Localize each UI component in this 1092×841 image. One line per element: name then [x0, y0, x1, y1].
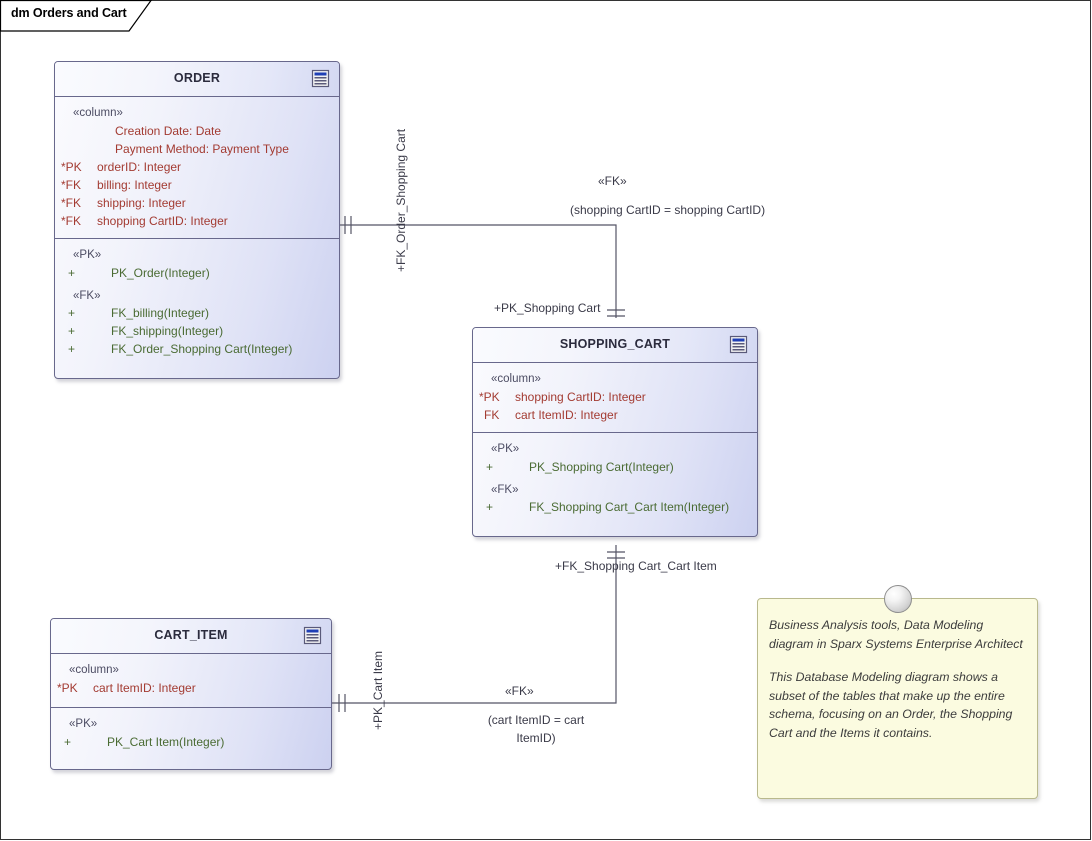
connector-label-fk-order-shopping-cart: +FK_Order_Shopping Cart — [394, 128, 408, 272]
table-order-columns: «column» Creation Date: Date Payment Met… — [55, 97, 339, 238]
table-order-operations: «PK» + PK_Order(Integer) «FK» + FK_billi… — [55, 238, 339, 378]
table-row: Creation Date: Date — [115, 124, 222, 138]
table-row: *PK orderID: Integer — [61, 160, 182, 174]
table-shopping-cart-header: SHOPPING_CART — [473, 328, 757, 363]
table-cart-item-operations: «PK» + PK_Cart Item(Integer) — [51, 707, 331, 769]
table-row: + FK_Shopping Cart_Cart Item(Integer) — [486, 500, 730, 514]
table-row: + FK_shipping(Integer) — [68, 324, 224, 338]
compartment-stereotype: «PK» — [73, 249, 102, 261]
table-cart-item-header: CART_ITEM — [51, 619, 331, 654]
table-icon — [729, 335, 748, 354]
table-shopping-cart-operations: «PK» + PK_Shopping Cart(Integer) «FK» + … — [473, 432, 757, 536]
table-icon — [303, 626, 322, 645]
table-row: *FK shipping: Integer — [61, 196, 186, 210]
note-paragraph-1: Business Analysis tools, Data Modeling d… — [769, 618, 1023, 651]
note-pin-icon — [883, 585, 912, 613]
connector-stereotype-fk-order: «FK» — [598, 174, 627, 188]
compartment-stereotype: «FK» — [73, 290, 101, 302]
table-row: FK cart ItemID: Integer — [484, 408, 618, 422]
compartment-stereotype: «column» — [73, 107, 123, 119]
table-row: *FK shopping CartID: Integer — [61, 214, 228, 228]
connector-constraint-cart-itemid-line1: (cart ItemID = cart — [487, 713, 585, 727]
connector-label-fk-shopping-cart-cart-item: +FK_Shopping Cart_Cart Item — [555, 559, 717, 573]
compartment-stereotype: «PK» — [69, 718, 98, 730]
table-row: + PK_Order(Integer) — [68, 266, 210, 280]
table-row: + PK_Shopping Cart(Integer) — [486, 460, 674, 474]
compartment-stereotype: «column» — [69, 664, 119, 676]
table-order-header: ORDER — [55, 62, 339, 97]
table-row: *PK shopping CartID: Integer — [479, 390, 646, 404]
note-text: Business Analysis tools, Data Modeling d… — [769, 616, 1027, 742]
table-cart-item[interactable]: CART_ITEM «column» *PK cart ItemID: Inte… — [50, 618, 332, 770]
note-paragraph-2: This Database Modeling diagram shows a s… — [769, 670, 1013, 740]
table-shopping-cart-title: SHOPPING_CART — [559, 337, 671, 351]
connector-label-pk-cart-item: +PK_Cart Item — [371, 650, 385, 730]
table-row: + FK_billing(Integer) — [68, 306, 210, 320]
table-icon — [311, 69, 330, 88]
table-row: *FK billing: Integer — [61, 178, 172, 192]
table-order[interactable]: ORDER «column» Creation Date: Date Payme… — [54, 61, 340, 379]
table-cart-item-title: CART_ITEM — [154, 628, 228, 642]
table-shopping-cart-columns: «column» *PK shopping CartID: Integer FK… — [473, 363, 757, 432]
connector-label-pk-shopping-cart: +PK_Shopping Cart — [494, 301, 601, 315]
compartment-stereotype: «FK» — [491, 484, 519, 496]
diagram-title-tab[interactable]: dm Orders and Cart — [0, 0, 152, 32]
table-shopping-cart[interactable]: SHOPPING_CART «column» *PK shopping Cart… — [472, 327, 758, 537]
connector-constraint-cart-itemid-line2: ItemID) — [516, 731, 556, 745]
connector-stereotype-fk-cart-item: «FK» — [505, 684, 534, 698]
table-row: *PK cart ItemID: Integer — [57, 681, 196, 695]
table-row: Payment Method: Payment Type — [115, 142, 289, 156]
compartment-stereotype: «column» — [491, 373, 541, 385]
table-row: + PK_Cart Item(Integer) — [64, 735, 225, 749]
connector-constraint-shopping-cartid: (shopping CartID = shopping CartID) — [570, 203, 766, 217]
diagram-tab-label: dm Orders and Cart — [11, 6, 127, 20]
table-row: + FK_Order_Shopping Cart(Integer) — [68, 342, 293, 356]
table-order-title: ORDER — [173, 71, 221, 85]
table-cart-item-columns: «column» *PK cart ItemID: Integer — [51, 654, 331, 707]
diagram-note[interactable]: Business Analysis tools, Data Modeling d… — [757, 585, 1038, 799]
compartment-stereotype: «PK» — [491, 443, 520, 455]
